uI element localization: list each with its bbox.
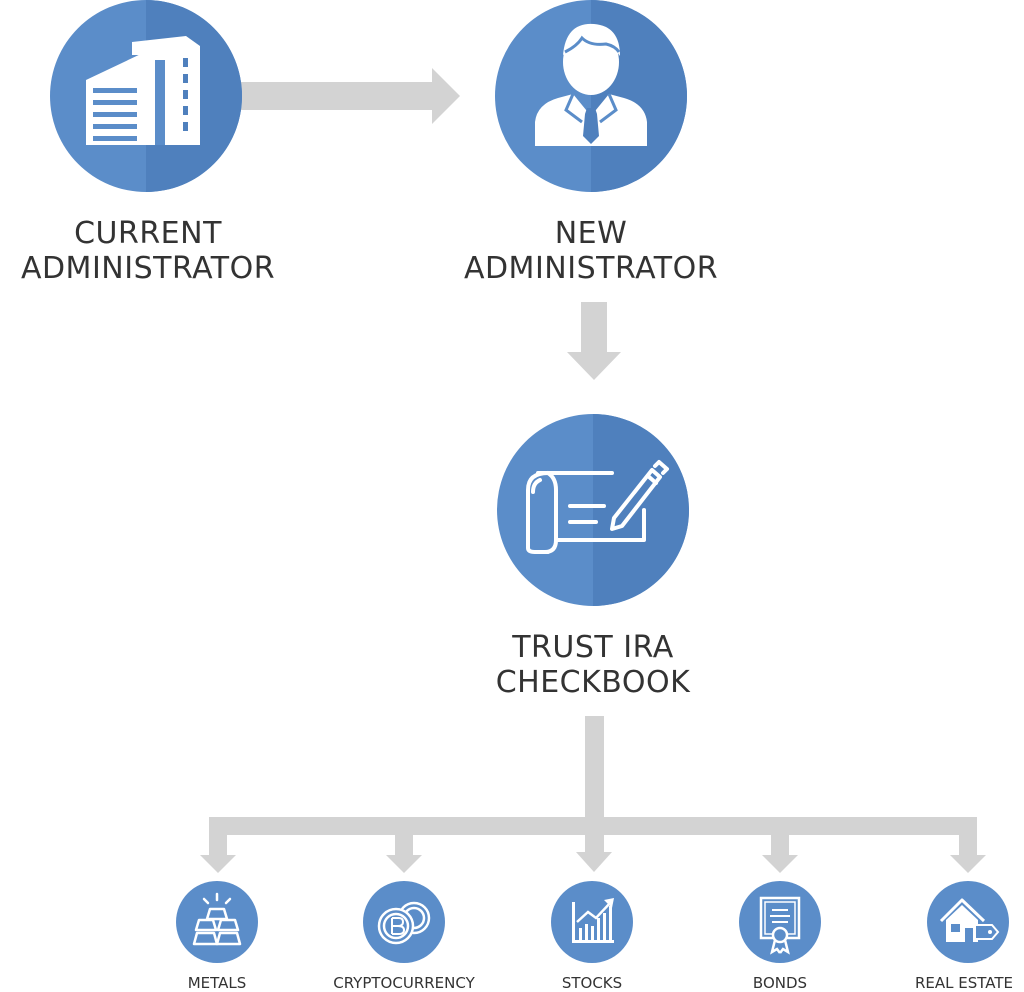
businessman-icon xyxy=(535,23,647,146)
branch-drop-metals xyxy=(200,817,236,873)
metals-label: METALS xyxy=(187,974,247,992)
trust-ira-checkbook-label: TRUST IRA CHECKBOOK xyxy=(443,630,743,700)
certificate-icon xyxy=(759,896,801,955)
new-administrator-node xyxy=(495,0,687,192)
trust-ira-checkbook-line1: TRUST IRA xyxy=(512,630,674,665)
connectors xyxy=(200,68,986,873)
real-estate-node xyxy=(927,881,1009,963)
current-administrator-line2: ADMINISTRATOR xyxy=(20,251,276,286)
stock-chart-icon xyxy=(572,898,614,943)
branch-bar xyxy=(209,817,977,835)
current-administrator-node xyxy=(50,0,242,192)
branch-drop-stocks xyxy=(576,852,612,872)
new-administrator-label: NEW ADMINISTRATOR xyxy=(443,216,739,286)
checkbook-icon xyxy=(526,460,669,554)
arrow-new-to-checkbook xyxy=(567,302,621,380)
real-estate-label: REAL ESTATE xyxy=(914,974,1014,992)
branch-drop-cryptocurrency xyxy=(386,817,422,873)
bonds-label: BONDS xyxy=(752,974,808,992)
stocks-label: STOCKS xyxy=(561,974,623,992)
bonds-node xyxy=(739,881,821,963)
current-administrator-line1: CURRENT xyxy=(74,216,222,251)
building-icon xyxy=(86,36,200,145)
stocks-node xyxy=(551,881,633,963)
trust-ira-checkbook-node xyxy=(497,414,689,606)
gold-bars-icon xyxy=(192,892,242,946)
new-administrator-line1: NEW xyxy=(554,216,628,251)
branch-drop-real-estate xyxy=(950,817,986,873)
trust-ira-checkbook-line2: CHECKBOOK xyxy=(495,665,691,700)
new-administrator-line2: ADMINISTRATOR xyxy=(463,251,719,286)
house-icon xyxy=(939,898,1000,942)
coins-icon xyxy=(377,901,431,945)
current-administrator-label: CURRENT ADMINISTRATOR xyxy=(0,216,296,286)
arrow-current-to-new xyxy=(240,68,460,124)
branch-drop-bonds xyxy=(762,817,798,873)
cryptocurrency-node xyxy=(363,881,445,963)
metals-node xyxy=(176,881,258,963)
cryptocurrency-label: CRYPTOCURRENCY xyxy=(333,974,475,992)
